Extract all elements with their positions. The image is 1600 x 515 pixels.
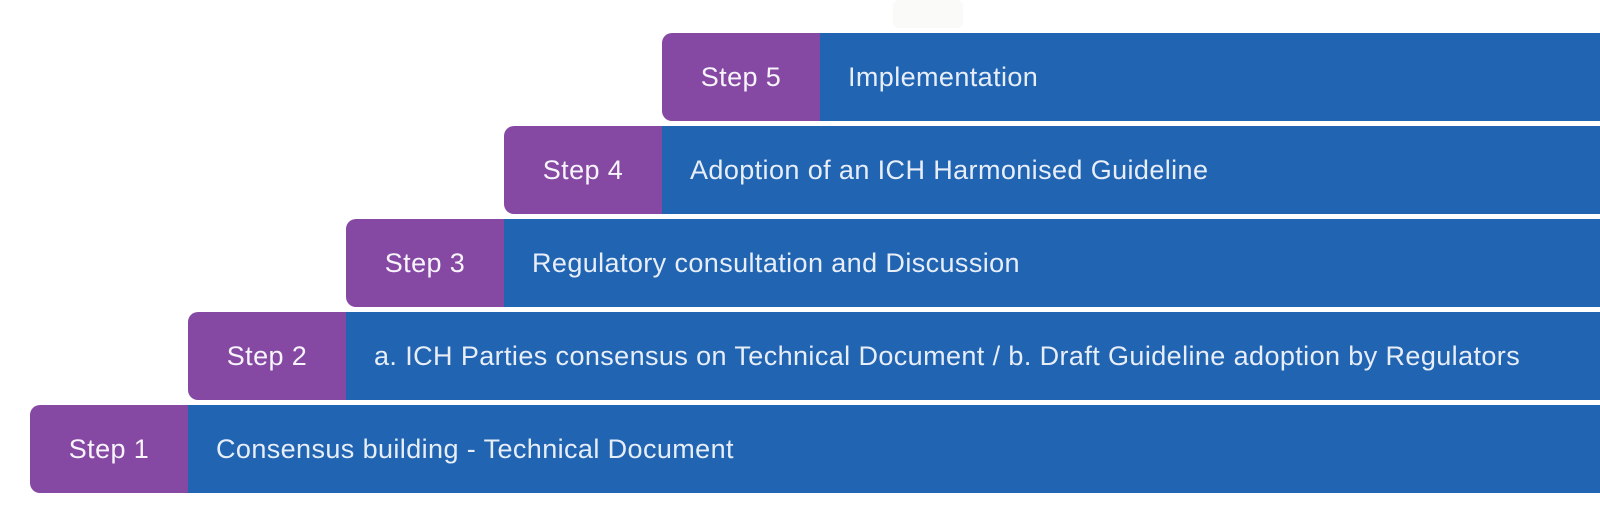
- step-5-label: Step 5: [700, 61, 782, 92]
- step-1-label-box: Step 1: [30, 405, 188, 493]
- step-5-label-box: Step 5: [662, 33, 820, 121]
- step-1-row: Step 1 Consensus building - Technical Do…: [30, 405, 1600, 493]
- step-2-label: Step 2: [226, 340, 308, 371]
- step-3-label: Step 3: [384, 247, 466, 278]
- step-1-description: Consensus building - Technical Document: [216, 433, 734, 464]
- step-1-label: Step 1: [68, 433, 150, 464]
- step-4-description-bar: Adoption of an ICH Harmonised Guideline: [662, 126, 1600, 214]
- step-4-label: Step 4: [542, 154, 624, 185]
- step-5-row: Step 5 Implementation: [662, 33, 1600, 121]
- step-2-description-bar: a. ICH Parties consensus on Technical Do…: [346, 312, 1600, 400]
- step-4-description: Adoption of an ICH Harmonised Guideline: [690, 154, 1209, 185]
- step-3-description: Regulatory consultation and Discussion: [532, 247, 1020, 278]
- step-2-label-box: Step 2: [188, 312, 346, 400]
- step-3-row: Step 3 Regulatory consultation and Discu…: [346, 219, 1600, 307]
- step-2-description: a. ICH Parties consensus on Technical Do…: [374, 340, 1521, 371]
- step-2-row: Step 2 a. ICH Parties consensus on Techn…: [188, 312, 1600, 400]
- step-3-label-box: Step 3: [346, 219, 504, 307]
- step-5-description: Implementation: [848, 61, 1039, 92]
- step-4-row: Step 4 Adoption of an ICH Harmonised Gui…: [504, 126, 1600, 214]
- background-smudge-artifact: [893, 0, 963, 28]
- step-1-description-bar: Consensus building - Technical Document: [188, 405, 1600, 493]
- step-5-description-bar: Implementation: [820, 33, 1600, 121]
- step-4-label-box: Step 4: [504, 126, 662, 214]
- step-3-description-bar: Regulatory consultation and Discussion: [504, 219, 1600, 307]
